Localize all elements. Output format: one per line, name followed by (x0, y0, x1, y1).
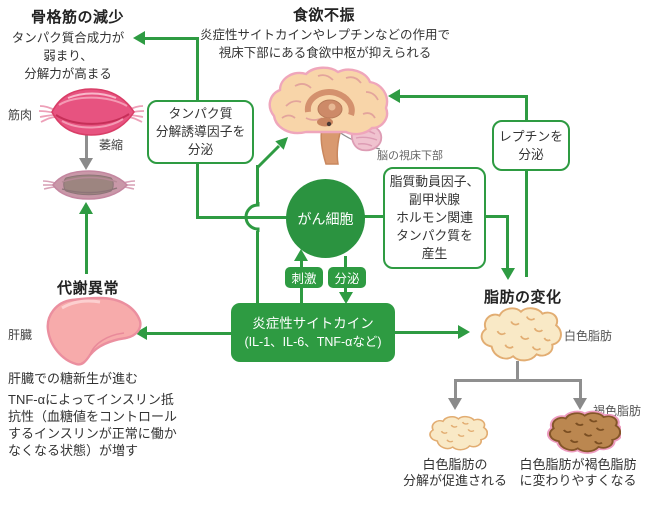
line-leptin-to-brain (400, 95, 528, 98)
liver-illustration (46, 296, 142, 366)
inflammatory-cytokine-box: 炎症性サイトカイン (IL-1、IL-6、TNF-αなど) (231, 303, 395, 362)
liver-note-2: TNF-αによってインスリン抵 抗性（血糖値をコントロール するインスリンが正常… (8, 392, 178, 458)
arrowhead-leptin-to-brain (388, 89, 400, 103)
protein-degradation-box: タンパク質 分解誘導因子を 分泌 (147, 100, 254, 164)
line-cytokine-to-brain-lower (256, 231, 259, 304)
line-fat-branch-horizontal (454, 379, 581, 382)
appetite-description: 炎症性サイトカインやレプチンなどの作用で 視床下部にある食欲中枢が抑えられる (199, 28, 450, 60)
liver-label: 肝臓 (8, 328, 33, 342)
line-cancer-to-lipidbox (363, 215, 384, 218)
line-fat-branch-stem (516, 361, 519, 381)
liver-note-1: 肝臓での糖新生が進む (8, 371, 139, 386)
line-cytokine-to-brain-upper (256, 165, 259, 204)
skeletal-muscle-description: タンパク質合成力が 弱まり、 分解力が高まる (11, 31, 125, 81)
line-atrophy (85, 134, 88, 160)
muscle-healthy-illustration (38, 88, 145, 136)
arrowhead-branch-right (573, 398, 587, 410)
line-cancer-to-left (196, 216, 288, 219)
skeletal-muscle-heading: 骨格筋の減少 (31, 9, 125, 26)
arrowhead-secretion-down (339, 292, 353, 304)
line-jump-icon (244, 202, 260, 232)
line-fat-branch-right (579, 379, 582, 400)
brown-fat-illustration (546, 410, 621, 454)
arrowhead-lipid-to-fat (501, 268, 515, 280)
arrowhead-metabolism-up (79, 202, 93, 214)
line-lipidbox-down (506, 215, 509, 270)
fat-heading: 脂肪の変化 (484, 289, 562, 306)
leptin-box: レプチンを 分泌 (492, 120, 570, 171)
arrowhead-branch-left (448, 398, 462, 410)
hypothalamus-label: 脳の視床下部 (377, 150, 443, 162)
cancer-cell-node: がん細胞 (286, 179, 365, 258)
line-metabolism-to-muscle (85, 213, 88, 274)
appetite-heading: 食欲不振 (293, 7, 356, 24)
white-fat-illustration (480, 307, 562, 362)
line-toward-muscle-text (145, 37, 198, 40)
brain-illustration (268, 66, 389, 165)
metabolism-heading: 代謝異常 (57, 280, 120, 297)
brown-fat-caption: 白色脂肪が褐色脂肪 に変わりやすくなる (519, 457, 637, 488)
lipid-mobilizing-box: 脂質動員因子、 副甲状腺 ホルモン関連 タンパク質を 産生 (383, 167, 486, 269)
arrowhead-to-muscle (133, 31, 145, 45)
arrowhead-to-fat (458, 325, 470, 339)
atrophy-label: 萎縮 (99, 138, 124, 152)
line-fat-branch-left (454, 379, 457, 400)
line-leptin-vertical (525, 95, 528, 277)
white-fat-caption: 白色脂肪の 分解が促進される (402, 457, 507, 488)
white-fat-label: 白色脂肪 (564, 329, 613, 343)
arrowhead-atrophy-down (79, 158, 93, 170)
arrow-to-hypothalamus-icon (256, 137, 288, 169)
line-cytokine-to-liver (147, 332, 232, 335)
stimulus-tag: 刺激 (285, 267, 323, 288)
line-lipidbox-right (481, 215, 509, 218)
muscle-atrophied-illustration (42, 170, 136, 200)
secretion-tag: 分泌 (328, 267, 366, 288)
line-cytokine-to-fat (395, 331, 458, 334)
muscle-label: 筋肉 (8, 108, 33, 122)
white-fat-small-illustration (429, 415, 488, 451)
